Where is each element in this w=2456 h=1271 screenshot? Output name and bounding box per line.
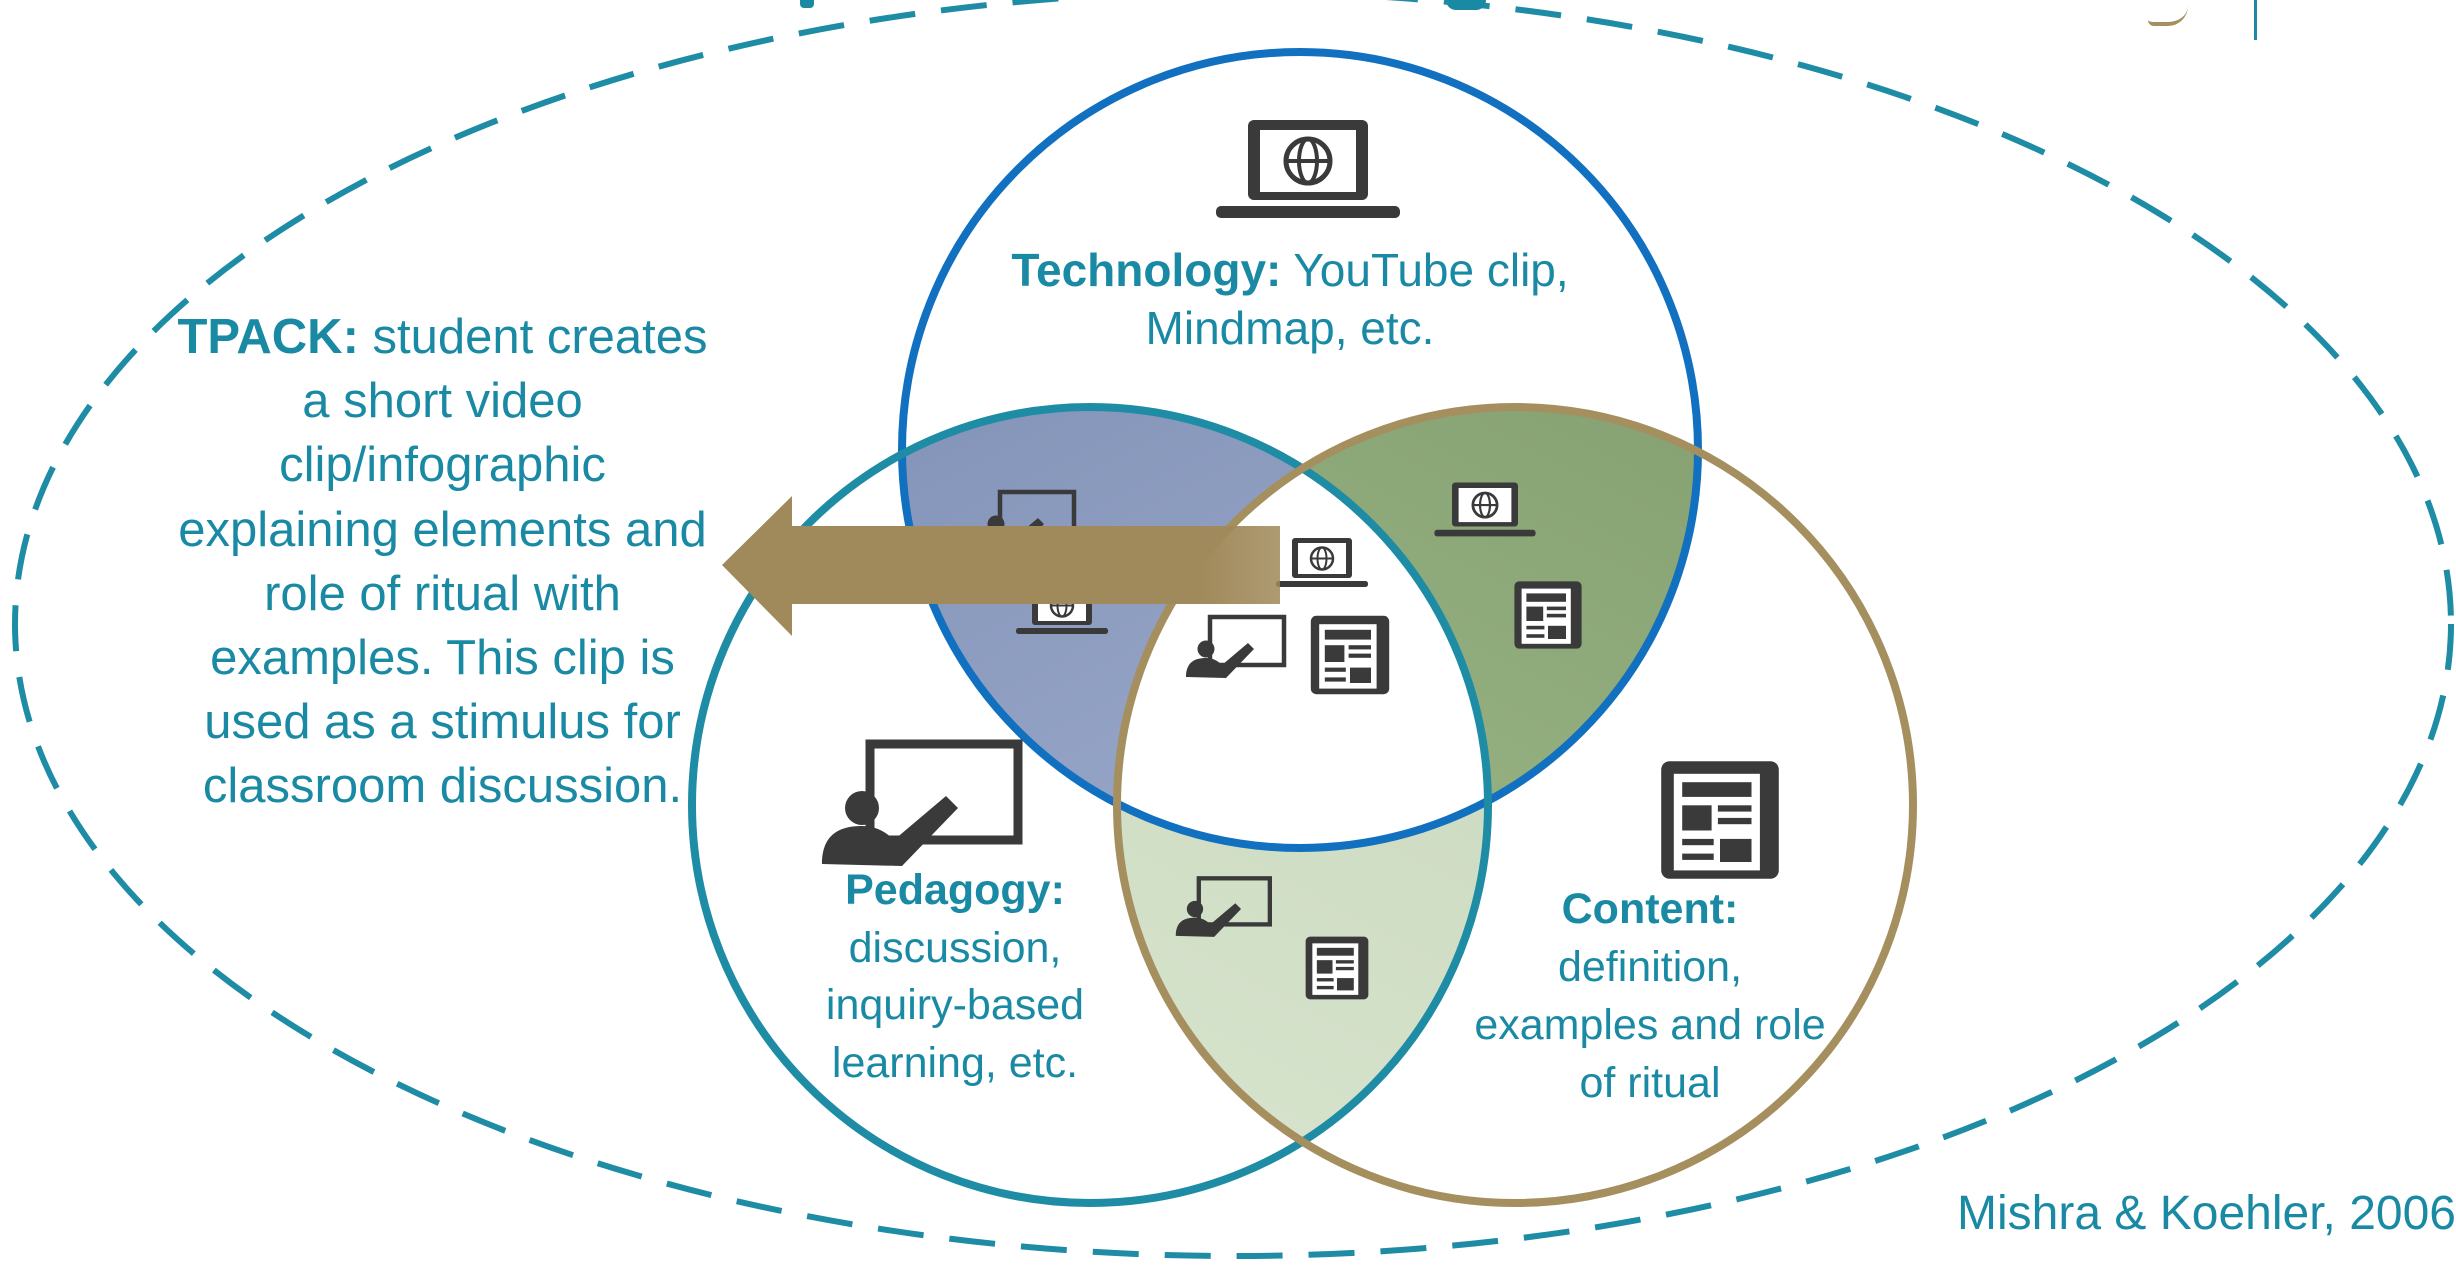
- technology-text: YouTube clip, Mindmap, etc.: [1145, 244, 1569, 354]
- header-divider: [2254, 0, 2257, 40]
- technology-laptop-icon: [1216, 120, 1400, 218]
- content-circle: [1113, 403, 1917, 1207]
- content-text: definition, examples and role of ritual: [1474, 943, 1826, 1108]
- pc-newspaper-icon: [1305, 936, 1369, 1000]
- technology-description: Technology: YouTube clip, Mindmap, etc.: [1010, 242, 1570, 358]
- citation: Mishra & Koehler, 2006: [1957, 1187, 2456, 1240]
- logo-fragment: [2148, 0, 2188, 26]
- tc-newspaper-icon: [1514, 581, 1582, 649]
- title-fragment: [1446, 0, 1486, 10]
- pedagogy-text: discussion, inquiry-based learning, etc.: [825, 923, 1085, 1087]
- tpack-arrow: [722, 496, 1280, 636]
- technology-label: Technology:: [1011, 244, 1282, 296]
- content-newspaper-icon: [1661, 761, 1779, 879]
- pedagogy-description: Pedagogy: discussion, inquiry-based lear…: [790, 862, 1120, 1092]
- tpack-text: student creates a short video clip/infog…: [178, 310, 708, 814]
- tpack-description: TPACK: student creates a short video cli…: [170, 305, 715, 819]
- pedagogy-label: Pedagogy:: [845, 866, 1065, 914]
- content-description: Content: definition, examples and role o…: [1470, 880, 1830, 1112]
- content-label: Content:: [1561, 885, 1739, 933]
- context-ellipse: [12, 0, 2454, 1259]
- pedagogy-board-icon: [822, 744, 1018, 866]
- title-fragment: [800, 0, 814, 8]
- center-newspaper-icon: [1310, 615, 1390, 695]
- pedagogy-circle: [688, 403, 1492, 1207]
- tpack-label: TPACK:: [177, 310, 359, 364]
